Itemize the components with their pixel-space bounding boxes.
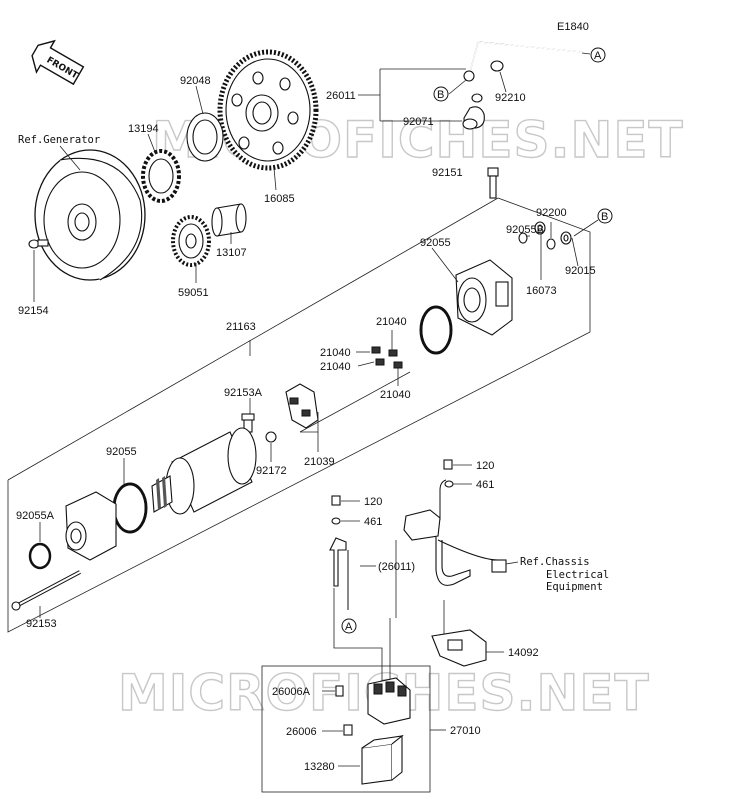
screw-92172 [265, 431, 277, 443]
starter-cable-26011 [462, 41, 583, 130]
part-label-13107: 13107 [216, 247, 247, 259]
part-label-92210: 92210 [495, 92, 526, 104]
front-arrow-icon: FRONT [31, 39, 85, 86]
part-label-26011: 26011 [326, 90, 356, 102]
starter-relay-27010 [367, 677, 411, 725]
part-label-21040-c: 21040 [320, 361, 351, 373]
relay-cable-assembly [403, 479, 507, 586]
part-label-92172: 92172 [256, 465, 287, 477]
washer-92200 [546, 238, 556, 250]
washer-461-b [331, 517, 341, 525]
relay-cover-14092 [431, 629, 487, 667]
part-label-92200: 92200 [536, 207, 567, 219]
part-label-461-b: 461 [364, 516, 382, 528]
oring-92055b [518, 232, 528, 244]
part-label-120-b: 120 [364, 496, 382, 508]
part-label-92153a: 92153A [224, 387, 263, 399]
part-label-92151: 92151 [432, 167, 463, 179]
part-label-26006a: 26006A [272, 686, 311, 698]
cable-26011-lower [329, 537, 349, 610]
part-label-27010: 27010 [450, 725, 481, 737]
ref-chassis-line3: Equipment [546, 581, 603, 593]
washer-16073 [534, 221, 546, 235]
part-label-92055a: 92055A [16, 510, 55, 522]
ref-generator-label: Ref.Generator [18, 134, 100, 146]
svg-text:B: B [601, 211, 608, 223]
long-bolt-92153 [11, 570, 81, 611]
part-label-21039: 21039 [304, 456, 335, 468]
shaft-13107 [211, 203, 247, 237]
ref-chassis-line1: Ref.Chassis [520, 556, 590, 568]
part-label-120-a: 120 [476, 460, 494, 472]
starter-motor-armature [151, 427, 257, 515]
ref-chassis-line2: Electrical [546, 569, 609, 581]
front-cover [65, 491, 117, 561]
part-label-59051: 59051 [178, 287, 209, 299]
part-label-92055-left: 92055 [106, 446, 137, 458]
part-label-92055-top: 92055 [420, 237, 451, 249]
part-label-13280: 13280 [304, 761, 335, 773]
starter-gear-16085 [217, 49, 319, 171]
ring-92048 [186, 112, 224, 162]
part-label-21040-b: 21040 [320, 347, 351, 359]
bolt-120-b [331, 495, 341, 506]
part-label-21040-d: 21040 [380, 389, 411, 401]
marker-b-cable: B [433, 86, 449, 102]
oring-92055a [28, 542, 52, 570]
relay-case-13280 [361, 734, 404, 785]
marker-a-top: A [590, 47, 606, 63]
diagram-code: E1840 [557, 21, 589, 33]
part-label-26006: 26006 [286, 726, 317, 738]
oring-92055-top [419, 305, 453, 355]
svg-text:A: A [345, 621, 353, 633]
oring-92055-left [112, 482, 148, 534]
svg-text:A: A [594, 50, 602, 62]
bolt-92154 [28, 239, 49, 249]
idle-gear-59051 [171, 215, 211, 267]
part-label-26011-paren: (26011) [378, 561, 415, 573]
bolt-92151 [487, 167, 499, 199]
end-cover-top [455, 259, 513, 336]
part-label-92055b: 92055B [506, 224, 544, 236]
washer-461-a [444, 480, 454, 488]
fuse-26006 [343, 724, 353, 736]
fuse-26006a [335, 685, 344, 697]
part-label-14092: 14092 [508, 647, 539, 659]
part-label-21040-a: 21040 [376, 316, 407, 328]
brush-springs-21040 [371, 346, 403, 369]
nut-92015 [560, 231, 572, 245]
brush-holder-21039 [285, 383, 319, 429]
part-label-461-a: 461 [476, 479, 494, 491]
part-label-13194: 13194 [128, 123, 159, 135]
part-label-92071: 92071 [403, 116, 434, 128]
part-label-16085: 16085 [264, 193, 295, 205]
part-label-92048: 92048 [180, 75, 211, 87]
bolt-120-a [443, 459, 453, 470]
marker-b-right: B [597, 208, 613, 224]
part-label-92015: 92015 [565, 265, 596, 277]
part-label-16073: 16073 [526, 285, 557, 297]
one-way-clutch-13194 [141, 149, 181, 203]
part-label-92153: 92153 [26, 618, 57, 630]
part-label-21163: 21163 [226, 321, 256, 333]
svg-text:B: B [437, 89, 444, 101]
generator-rotor [34, 149, 146, 281]
marker-a-bottom: A [341, 618, 357, 634]
part-label-92154: 92154 [18, 305, 49, 317]
